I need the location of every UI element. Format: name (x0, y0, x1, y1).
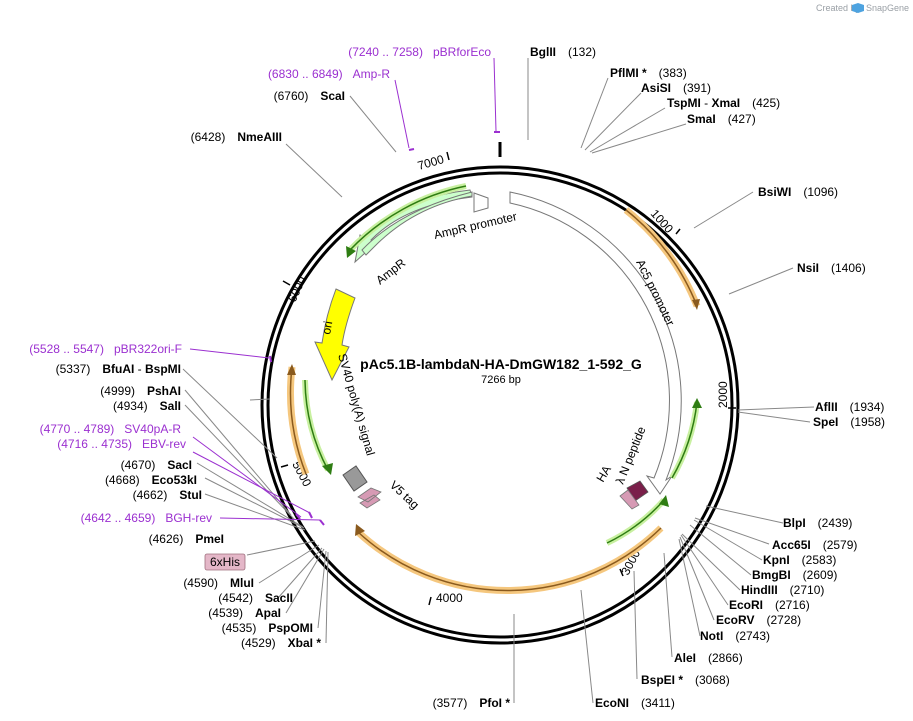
enzyme-label-acc65i: Acc65I(2579) (772, 538, 857, 552)
ori-arrow (314, 288, 356, 382)
enzyme-label-hindiii: HindIII(2710) (741, 583, 824, 597)
enzyme-label-bmgbi: BmgBI(2609) (752, 568, 837, 582)
v5-tag-label: V5 tag (387, 478, 422, 512)
enzyme-label-bsiwi: BsiWI(1096) (758, 185, 838, 199)
credit-brand: SnapGene (866, 3, 909, 13)
enzyme-label-xbai: (4529)XbaI * (241, 636, 321, 650)
ha-arrow (619, 489, 640, 510)
enzyme-label-bglii: BglII(132) (530, 45, 596, 59)
enzyme-label-nsii: NsiI(1406) (797, 261, 866, 275)
ampr-label: AmpR (373, 256, 408, 288)
enzyme-label-stui: (4662)StuI (133, 488, 202, 502)
ori-label: ori (319, 320, 335, 336)
plasmid-title: pAc5.1B-lambdaN-HA-DmGW182_1-592_G (360, 356, 642, 372)
ampr-promoter-arrow (473, 192, 489, 213)
tick-label: 2000 (716, 381, 730, 408)
enzyme-label-ecorv: EcoRV(2728) (716, 613, 801, 627)
enzyme-label-pflmi: PflMI *(383) (610, 66, 687, 80)
primer-label-bghrev: (4642 .. 4659)BGH-rev (81, 511, 212, 525)
enzyme-labels: BglII(132) PflMI *(383) AsiSI(391) TspMI… (530, 45, 885, 710)
enzyme-label-bfuai: (5337)BfuAI - BspMI (56, 362, 181, 376)
primer-label-ampr: (6830 .. 6849)Amp-R (268, 67, 390, 81)
enzyme-label-tspmi: TspMI - XmaI(425) (667, 96, 780, 110)
v5-tag-arrow (357, 487, 382, 509)
his-tag-label: 6xHis (204, 553, 246, 571)
enzyme-label-blpi: BlpI(2439) (783, 516, 852, 530)
features: Ac5 promoter AmpR promoter AmpR ori SV40… (287, 183, 702, 594)
ac5-promoter-arrow (509, 191, 682, 495)
ampr-promoter-label: AmpR promoter (433, 209, 519, 242)
tick-marks (280, 151, 736, 606)
snapgene-logo-icon (852, 3, 864, 13)
enzyme-label-nmeaiii: (6428)NmeAIII (191, 130, 282, 144)
primer-leader-lines (189, 57, 497, 521)
primer-label-sv40pa: (4770 .. 4789)SV40pA-R (40, 422, 182, 436)
plasmid-size: 7266 bp (481, 374, 521, 386)
primer-label-pbrforeco: (7240 .. 7258)pBRforEco (348, 45, 491, 59)
tick-label: 7000 (416, 152, 446, 173)
enzyme-leader-lines (182, 58, 815, 704)
sv40-polya-box (342, 465, 368, 492)
backbone-outer (260, 165, 740, 645)
his-tag-text: 6xHis (210, 555, 240, 569)
enzyme-label-sacii: (4542)SacII (218, 591, 293, 605)
enzyme-label-mlui: (4590)MluI (183, 576, 254, 590)
enzyme-label-pshai: (4999)PshAI (100, 384, 181, 398)
enzyme-label-pmei: (4626)PmeI (149, 532, 224, 546)
primer-labels: (7240 .. 7258)pBRforEco (6830 .. 6849)Am… (29, 45, 491, 525)
enzyme-label-noti: NotI(2743) (700, 629, 770, 643)
lambdan-label: λ N peptide (613, 424, 649, 486)
enzyme-label-eco53ki: (4668)Eco53kI (105, 473, 197, 487)
ha-label: HA (593, 463, 613, 484)
enzyme-label-apai: (4539)ApaI (208, 606, 281, 620)
green-arc-left (302, 379, 331, 472)
credit: Created by SnapGene (816, 3, 909, 13)
enzyme-label-alei: AleI(2866) (674, 651, 743, 665)
enzyme-label-saci: (4670)SacI (121, 458, 192, 472)
backbone-inner (266, 171, 734, 639)
credit-text: Created by (816, 3, 861, 13)
enzyme-label-econi: EcoNI(3411) (595, 696, 675, 710)
enzyme-label-smai: SmaI(427) (687, 112, 756, 126)
enzyme-label-kpni: KpnI(2583) (763, 553, 836, 567)
enzyme-labels-left: (3577)PfoI * (4529)XbaI * (4535)PspOMI (… (56, 89, 511, 710)
primer-label-pbr322ori: (5528 .. 5547)pBR322ori-F (29, 342, 182, 356)
enzyme-label-bspei: BspEI *(3068) (641, 673, 730, 687)
enzyme-label-ecori: EcoRI(2716) (729, 598, 810, 612)
enzyme-label-spei: SpeI(1958) (813, 415, 885, 429)
enzyme-label-pspomi: (4535)PspOMI (222, 621, 313, 635)
tick-label: 4000 (436, 591, 463, 605)
enzyme-label-sali: (4934)SalI (113, 399, 181, 413)
enzyme-label-asisi: AsiSI(391) (641, 81, 711, 95)
primer-label-ebvrev: (4716 .. 4735)EBV-rev (57, 437, 186, 451)
enzyme-label-aflii: AflII(1934) (815, 400, 884, 414)
enzyme-label-pfoi: (3577)PfoI * (433, 696, 511, 710)
enzyme-label-scai: (6760)ScaI (274, 89, 345, 103)
